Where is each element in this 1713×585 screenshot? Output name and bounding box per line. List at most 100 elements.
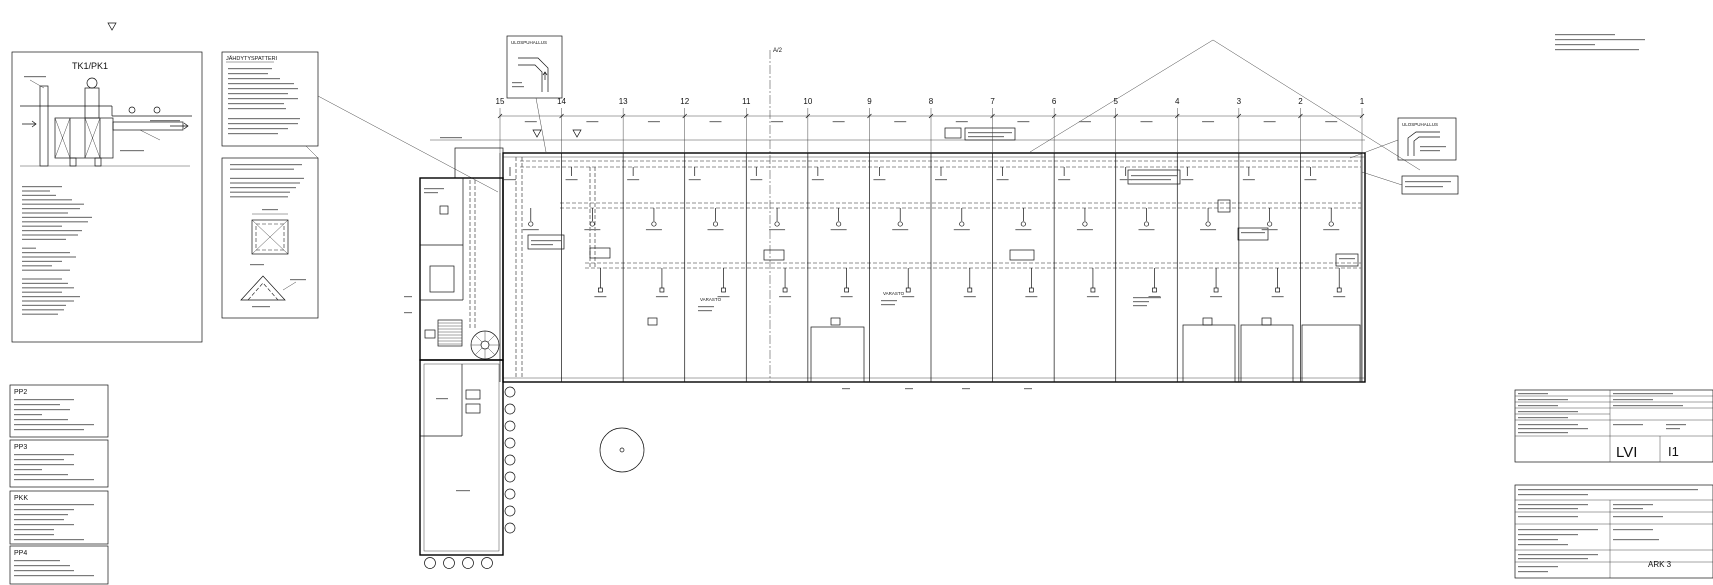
dimension-value-line: [1202, 121, 1215, 123]
illegible-text-line: [1333, 296, 1346, 298]
illegible-text-line: [436, 398, 448, 400]
illegible-text-line: [512, 82, 522, 84]
illegible-text-line: [1304, 179, 1317, 181]
illegible-text-line: [1015, 229, 1032, 231]
title-block-frame: [1514, 389, 1713, 463]
dimension-tick: [620, 113, 626, 119]
grid-bubble-icon: [504, 454, 516, 466]
illegible-text-line: [968, 136, 1004, 138]
illegible-text-line: [14, 479, 94, 481]
illegible-text-line: [424, 192, 438, 194]
fan-legend-pp2: PP2: [9, 384, 109, 438]
fan-legend-title: PP3: [14, 444, 27, 451]
illegible-text-line: [404, 296, 412, 298]
dimension-tick: [1298, 113, 1303, 119]
illegible-text-line: [22, 238, 66, 240]
stair-flight: [437, 319, 463, 347]
diffuser-icon: [1267, 221, 1273, 227]
fan-legend-frame: [9, 384, 109, 438]
exhaust-valve-icon: [1090, 287, 1096, 293]
drawing-number: I1: [1668, 444, 1679, 459]
grid-axis-label: 9: [867, 97, 872, 106]
illegible-text-line: [698, 306, 714, 308]
room-label-storage: VARASTO: [883, 291, 905, 296]
illegible-text-line: [14, 454, 74, 456]
illegible-text-line: [627, 179, 640, 181]
grid-axis-label: 12: [680, 97, 689, 106]
grid-bubble-icon: [504, 505, 516, 517]
illegible-text-line: [1323, 229, 1340, 231]
grid-axis-label: 3: [1237, 97, 1242, 106]
illegible-text-line: [953, 229, 970, 231]
roof-vent-icon: [153, 106, 161, 114]
spiral-stair-treads: [471, 331, 499, 359]
drop-duct: [94, 157, 102, 167]
exhaust-detail-title: ULOSPUHALLUS: [511, 40, 547, 45]
equipment-box: [1217, 199, 1231, 213]
illegible-text-line: [1241, 232, 1265, 234]
diffuser-icon: [1143, 221, 1150, 227]
illegible-text-line: [1518, 516, 1578, 518]
title-block-rows: [1515, 499, 1713, 578]
dimension-tick: [867, 113, 872, 119]
general-note-top-right: [1555, 34, 1645, 51]
grid-axis-label: 8: [929, 97, 934, 106]
illegible-text-line: [230, 187, 296, 189]
annotation-box: [964, 127, 1016, 141]
illegible-text-line: [150, 120, 180, 122]
illegible-text-line: [1420, 150, 1440, 152]
illegible-text-line: [22, 256, 76, 258]
illegible-text-line: [1024, 388, 1032, 390]
illegible-text-line: [1025, 296, 1038, 298]
exhaust-valve-icon: [967, 287, 973, 293]
exhaust-detail-title: ULOSPUHALLUS: [1402, 122, 1438, 127]
illegible-text-line: [1518, 432, 1568, 434]
illegible-text-line: [1271, 296, 1284, 298]
fan-legend-pkk: PKK: [9, 490, 109, 545]
fan-legend-title: PP4: [14, 550, 27, 557]
dimension-value-line: [647, 121, 660, 123]
grid-axis-label: 7: [990, 97, 995, 106]
dimension-tick: [805, 113, 811, 119]
fan-legend-frame: [9, 545, 109, 585]
equipment-box: [1009, 249, 1035, 261]
illegible-text-line: [22, 296, 80, 298]
illegible-text-line: [1666, 424, 1686, 426]
illegible-text-line: [14, 464, 74, 466]
dimension-tick: [1051, 113, 1057, 119]
grid-bubble-icon: [504, 437, 516, 449]
illegible-text-line: [22, 309, 64, 311]
annotation-box: [527, 234, 565, 250]
illegible-text-line: [962, 388, 970, 390]
illegible-text-line: [22, 265, 52, 267]
illegible-text-line: [531, 240, 561, 242]
illegible-text-line: [14, 529, 54, 531]
illegible-text-line: [228, 98, 298, 100]
illegible-text-line: [531, 244, 553, 246]
illegible-text-line: [228, 103, 284, 105]
dimension-tick: [928, 113, 934, 119]
illegible-text-line: [769, 229, 786, 231]
illegible-text-line: [228, 93, 288, 95]
illegible-text-line: [1086, 296, 1099, 298]
dimension-tick: [1236, 113, 1242, 119]
revision-title-block: LVI I1: [1514, 389, 1713, 463]
dimension-tick: [1113, 113, 1118, 119]
illegible-text-line: [424, 188, 444, 190]
dimension-value-line: [1017, 121, 1030, 123]
illegible-text-line: [120, 150, 144, 152]
illegible-text-line: [811, 179, 824, 181]
illegible-text-line: [779, 296, 792, 298]
illegible-text-line: [22, 247, 36, 249]
stair-treads: [438, 322, 462, 345]
gable-roof-outline: [1029, 39, 1421, 171]
roof-hood-detail-frame: [221, 157, 319, 319]
illegible-text-line: [14, 504, 94, 506]
room-tag: [830, 317, 841, 326]
illegible-text-line: [228, 108, 286, 110]
illegible-text-line: [228, 73, 268, 75]
equipment-box: [763, 249, 785, 261]
sheet-label: ARK 3: [1648, 560, 1672, 569]
hood-plan-inner: [255, 223, 285, 251]
